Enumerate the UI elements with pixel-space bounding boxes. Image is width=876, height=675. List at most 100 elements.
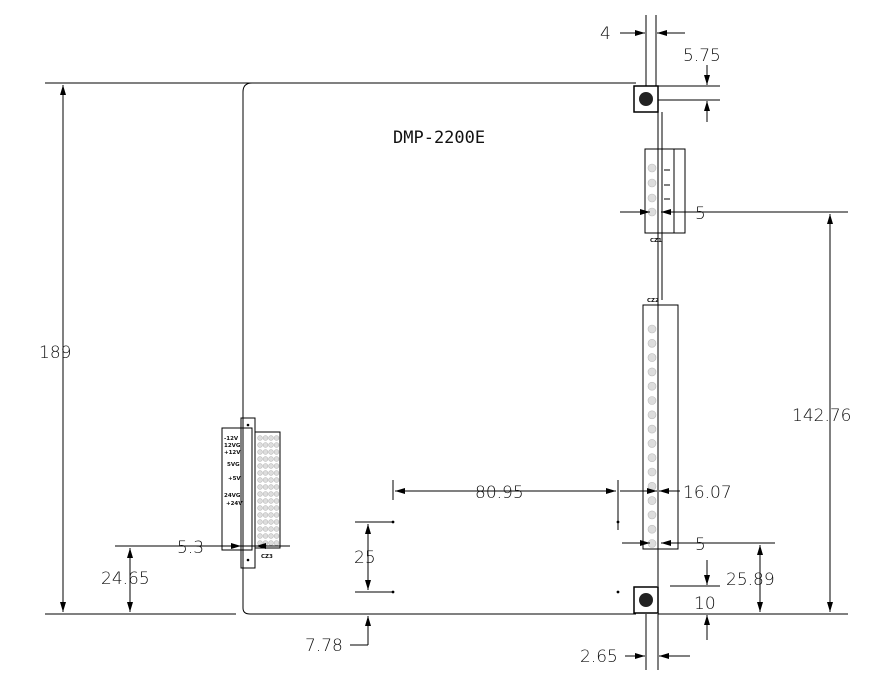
dim-cz2-height: 25.89 [726, 570, 775, 590]
cz3-pin [262, 463, 269, 469]
cz3-pin [273, 463, 280, 469]
cz2-pin [647, 524, 657, 534]
cz3-label: CZ3 [261, 554, 273, 560]
cz3-pin [257, 463, 263, 469]
cz3-pin [257, 540, 263, 546]
cz3-pin [262, 484, 269, 490]
cz3-pin-label: -12V [224, 436, 239, 442]
cz2-label: CZ2 [647, 298, 659, 304]
cz3-pin [268, 498, 274, 504]
cz3-pin [257, 491, 263, 497]
cz3-pin [273, 477, 280, 483]
cz3-pin [262, 456, 269, 462]
cz2-pin [647, 367, 657, 377]
connector-cz3: -12V 12VG +12V 5VG +5V 24VG +24V CZ3 [221, 417, 281, 569]
cz3-pin [273, 498, 280, 504]
dim-cz3-offset: 5.3 [177, 538, 204, 558]
dim-cz3-height: 24.65 [101, 569, 150, 589]
cz3-pin [273, 519, 280, 525]
cz3-pin [262, 540, 269, 546]
cz3-pin [257, 533, 263, 539]
mounting-block-top [633, 85, 659, 113]
dim-hole-spacing-v: 25 [354, 548, 376, 568]
dim-top-gap: 4 [600, 24, 611, 44]
cz3-pin [262, 449, 269, 455]
cz3-pin [257, 512, 263, 518]
cz2-pin [647, 481, 657, 491]
cz3-pin [257, 519, 263, 525]
cz3-pin [268, 463, 274, 469]
cz3-pin [262, 470, 269, 476]
cz3-pin [273, 512, 280, 518]
cz3-pin [273, 449, 280, 455]
cz3-pin [268, 442, 274, 448]
cz2-pin [647, 353, 657, 362]
cz3-pin [273, 505, 280, 511]
cz2-pin [647, 410, 657, 420]
cz2-pin [647, 467, 657, 477]
cz2-pin [647, 439, 657, 448]
cz3-pin [268, 512, 274, 518]
board-title: DMP-2200E [393, 128, 485, 148]
cz3-pin [262, 442, 269, 448]
cz2-pin [647, 424, 657, 434]
connector-cz1: CZ1 [644, 148, 686, 244]
cz3-pin [268, 484, 274, 490]
cz3-pin [268, 533, 274, 539]
cz3-pin [268, 477, 274, 483]
dim-height: 189 [39, 343, 71, 363]
cz3-pin-label: +5V [228, 476, 241, 482]
cz3-pin [262, 526, 269, 532]
cz3-pin [257, 484, 263, 490]
cz3-pin-label: 5VG [227, 462, 240, 468]
cz3-pin-label: 12VG [224, 443, 241, 449]
cz3-pin [273, 526, 280, 532]
cz2-pin [647, 381, 657, 391]
cz3-pin [257, 442, 263, 448]
cz3-pin [268, 456, 274, 462]
cz3-pin [262, 477, 269, 483]
dim-bottom-offset: 7.78 [305, 636, 343, 656]
cz3-pin [273, 484, 280, 490]
cz3-pin [257, 470, 263, 476]
cz3-pin [273, 470, 280, 476]
cz3-pin [273, 435, 280, 441]
cz3-pin [262, 519, 269, 525]
mounting-block-bottom [633, 586, 659, 614]
cz3-pin [257, 449, 263, 455]
cz2-pin [647, 396, 657, 405]
cz3-pin-label: +12V [224, 450, 241, 456]
cz3-pin [268, 470, 274, 476]
dim-hole-to-edge: 16.07 [683, 483, 732, 503]
mounting-holes [391, 520, 620, 594]
dim-cz1-height: 142.76 [792, 406, 851, 426]
cz3-pin [268, 519, 274, 525]
dim-cz1-offset: 5 [695, 204, 706, 224]
cz3-pin [268, 540, 274, 546]
cz3-pin [262, 498, 269, 504]
cz3-pin [268, 505, 274, 511]
board-outline [236, 82, 663, 615]
cz3-pin-label: 24VG [224, 493, 241, 499]
cz3-pin [262, 533, 269, 539]
cz3-pin [273, 456, 280, 462]
cz3-pin [257, 435, 263, 441]
cz3-pin-label: +24V [226, 501, 243, 507]
cz3-pin [273, 533, 280, 539]
cz3-pin [257, 505, 263, 511]
cz2-pin [647, 453, 657, 463]
cz3-pin [262, 435, 269, 441]
cz3-pin [262, 512, 269, 518]
dim-cz2-offset: 5 [695, 535, 706, 555]
cz2-pin [647, 510, 657, 520]
cz3-pin [257, 526, 263, 532]
dim-top-offset: 5.75 [683, 46, 721, 66]
cz3-pin [268, 449, 274, 455]
connector-cz2: CZ2 [642, 298, 679, 550]
cz3-pin [273, 491, 280, 497]
cz3-pin [273, 540, 280, 546]
cz3-pin [257, 477, 263, 483]
cz2-pin [647, 496, 657, 505]
